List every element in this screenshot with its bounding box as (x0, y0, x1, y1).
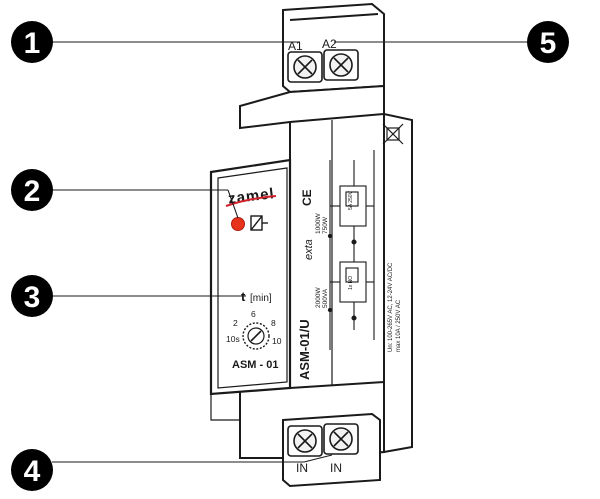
exta-logo: exta (303, 239, 315, 260)
leader-4b (303, 454, 333, 463)
relay-symbol-icon (250, 215, 268, 231)
leader-2b (227, 189, 239, 219)
callout-5: 5 (527, 21, 569, 63)
svg-text:5: 5 (540, 27, 557, 60)
supply-line-1: Un: 100-265V AC, 12-24V AC/DC (388, 262, 394, 352)
dial-mark-8: 8 (271, 318, 276, 328)
callout-3: 3 (11, 275, 53, 317)
callout-4: 4 (11, 449, 53, 491)
disposal-bin-icon (382, 123, 404, 145)
callout-2: 2 (11, 169, 53, 211)
terminal-label-in-left: IN (296, 461, 308, 475)
svg-text:1: 1 (24, 27, 41, 60)
callout-1: 1 (11, 21, 53, 63)
rating-4: 750W (322, 216, 329, 234)
contact-label: 1x NO (348, 276, 354, 290)
wiring-schematic (327, 150, 375, 350)
dial-mark-10s: 10s (226, 334, 240, 344)
side-print: ASM-01/U exta CE 2000W 500VA 1000W 750W … (297, 189, 402, 380)
terminal-label-in-right: IN (330, 461, 342, 475)
time-unit: [min] (250, 293, 272, 304)
leader-lines (52, 41, 528, 463)
brand-underline (225, 195, 277, 207)
dial-mark-6: 6 (251, 309, 256, 319)
relay-rating: 5A 250V (348, 190, 354, 210)
dial-mark-2: 2 (233, 318, 238, 328)
bottom-terminals (287, 423, 359, 457)
terminal-label-a1: A1 (288, 39, 303, 53)
side-model: ASM-01/U (297, 319, 312, 380)
svg-text:4: 4 (24, 455, 41, 488)
dial-mark-10: 10 (272, 336, 282, 346)
time-knob[interactable] (242, 322, 270, 350)
svg-text:2: 2 (24, 175, 41, 208)
rating-1: 2000W (315, 287, 322, 308)
top-terminals (287, 49, 359, 83)
ce-mark: CE (300, 189, 314, 206)
supply-line-2: max 10A / 250V AC (396, 299, 402, 352)
rating-3: 1000W (315, 213, 322, 234)
rating-2: 500VA (322, 288, 329, 308)
model-label: ASM - 01 (232, 359, 278, 371)
terminal-label-a2: A2 (322, 37, 337, 51)
status-led (231, 217, 245, 231)
svg-text:3: 3 (24, 281, 41, 314)
